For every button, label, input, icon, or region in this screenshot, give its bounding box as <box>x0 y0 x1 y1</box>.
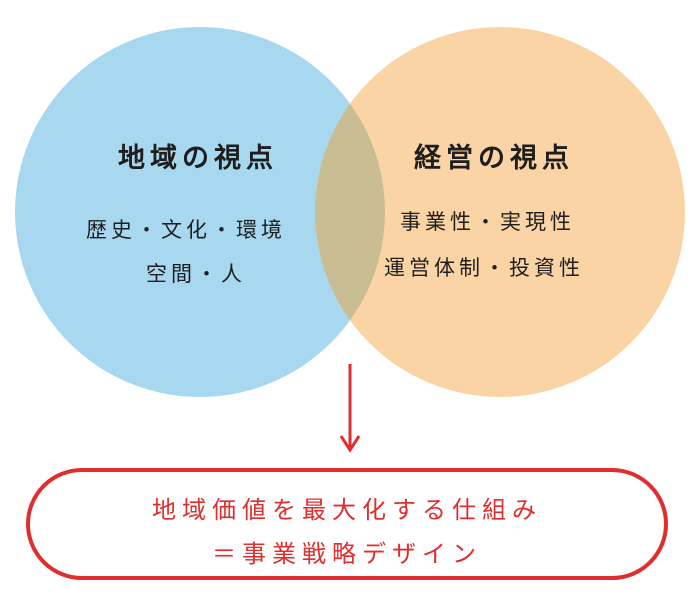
management-perspective-line: 運営体制・投資性 <box>384 256 584 280</box>
management-perspective-circle <box>315 27 685 397</box>
down-arrow-icon <box>340 364 360 453</box>
management-perspective-line: 事業性・実現性 <box>400 210 575 234</box>
local-perspective-circle <box>15 27 385 397</box>
conclusion-box: 地域価値を最大化する仕組み ＝事業戦略デザイン <box>26 468 668 580</box>
local-perspective-line: 歴史・文化・環境 <box>86 218 286 242</box>
local-perspective-title: 地域の視点 <box>118 143 278 174</box>
local-perspective-line: 空間・人 <box>146 262 246 286</box>
management-perspective-title: 経営の視点 <box>414 143 574 174</box>
conclusion-line: 地域価値を最大化する仕組み <box>152 496 542 524</box>
conclusion-line: ＝事業戦略デザイン <box>212 540 482 568</box>
